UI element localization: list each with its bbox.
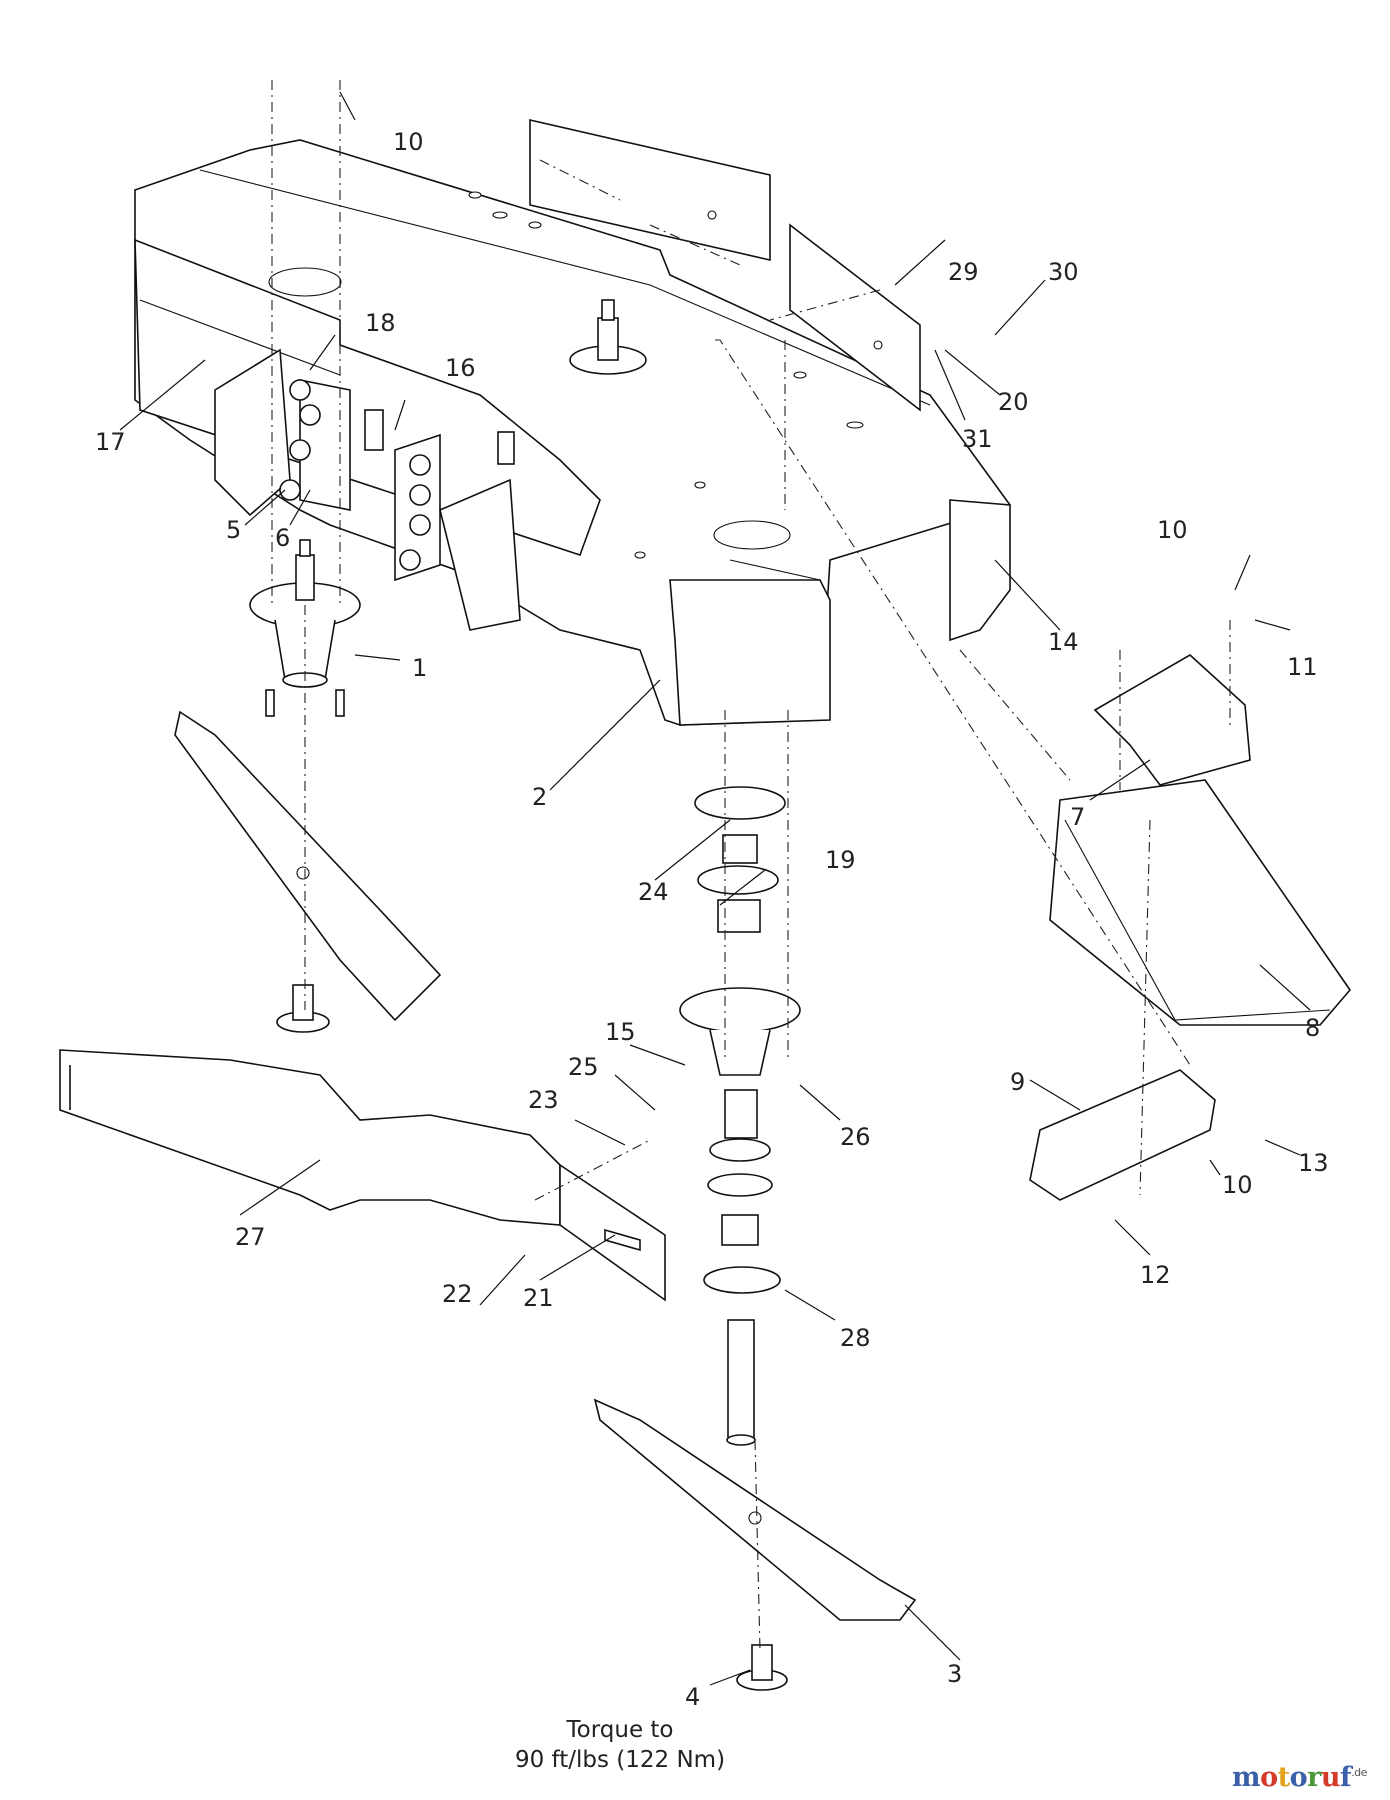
callout-9: 9: [1010, 1068, 1025, 1096]
callout-25: 25: [568, 1053, 599, 1081]
left-blade: [174, 710, 442, 1033]
callout-4: 4: [685, 1683, 700, 1711]
torque-note: Torque to 90 ft/lbs (122 Nm): [470, 1715, 770, 1775]
callout-28: 28: [840, 1324, 871, 1352]
torque-note-line2: 90 ft/lbs (122 Nm): [514, 1747, 726, 1773]
cover-plates: [529, 118, 921, 412]
watermark-letter: m: [1232, 1762, 1261, 1793]
callout-22: 22: [442, 1280, 473, 1308]
center-spindle-stack: [679, 786, 801, 1446]
callout-11: 11: [1287, 653, 1318, 681]
assembly-lines: [271, 80, 1231, 1651]
callout-6: 6: [275, 524, 290, 552]
callout-3: 3: [947, 1660, 962, 1688]
callout-31: 31: [962, 425, 993, 453]
callout-1: 1: [412, 654, 427, 682]
callout-numbers: 1 2 3 4 5 6 7 8 9 10 10 10 11 12 13 14 1…: [95, 128, 1329, 1711]
callout-30: 30: [1048, 258, 1079, 286]
watermark-suffix: .de: [1351, 1766, 1367, 1779]
callout-29: 29: [948, 258, 979, 286]
torque-note-line1: Torque to: [566, 1717, 674, 1743]
callout-13: 13: [1298, 1149, 1329, 1177]
deck-housing: [134, 139, 1012, 726]
callout-14: 14: [1048, 628, 1079, 656]
callout-19: 19: [825, 846, 856, 874]
baffle: [59, 1049, 666, 1302]
callout-16: 16: [445, 354, 476, 382]
leader-lines: [119, 91, 1311, 1686]
callout-12: 12: [1140, 1261, 1171, 1289]
callout-7: 7: [1070, 803, 1085, 831]
watermark-letter: f: [1339, 1762, 1352, 1793]
callout-27: 27: [235, 1223, 266, 1251]
callout-18: 18: [365, 309, 396, 337]
callout-24: 24: [638, 878, 669, 906]
watermark-letter: u: [1320, 1762, 1341, 1793]
motoruf-watermark: motoruf.de: [1232, 1762, 1367, 1793]
callout-10-top: 10: [393, 128, 424, 156]
callout-21: 21: [523, 1284, 554, 1312]
left-brackets: [214, 348, 384, 517]
callout-23: 23: [528, 1086, 559, 1114]
center-pulley: [569, 299, 647, 375]
watermark-name: motoruf: [1232, 1762, 1352, 1793]
center-brackets: [394, 431, 521, 631]
callout-10-lower: 10: [1222, 1171, 1253, 1199]
watermark-letter: r: [1307, 1762, 1321, 1793]
discharge-chute: [1029, 654, 1352, 1201]
center-blade: [593, 1398, 917, 1691]
callout-10-right: 10: [1157, 516, 1188, 544]
watermark-letter: o: [1289, 1762, 1308, 1793]
callout-17: 17: [95, 428, 126, 456]
callout-2: 2: [532, 783, 547, 811]
callout-15: 15: [605, 1018, 636, 1046]
callout-26: 26: [840, 1123, 871, 1151]
callout-8: 8: [1305, 1014, 1320, 1042]
watermark-letter: t: [1277, 1762, 1290, 1793]
callout-20: 20: [998, 388, 1029, 416]
watermark-letter: o: [1260, 1762, 1278, 1793]
callout-5: 5: [226, 516, 241, 544]
